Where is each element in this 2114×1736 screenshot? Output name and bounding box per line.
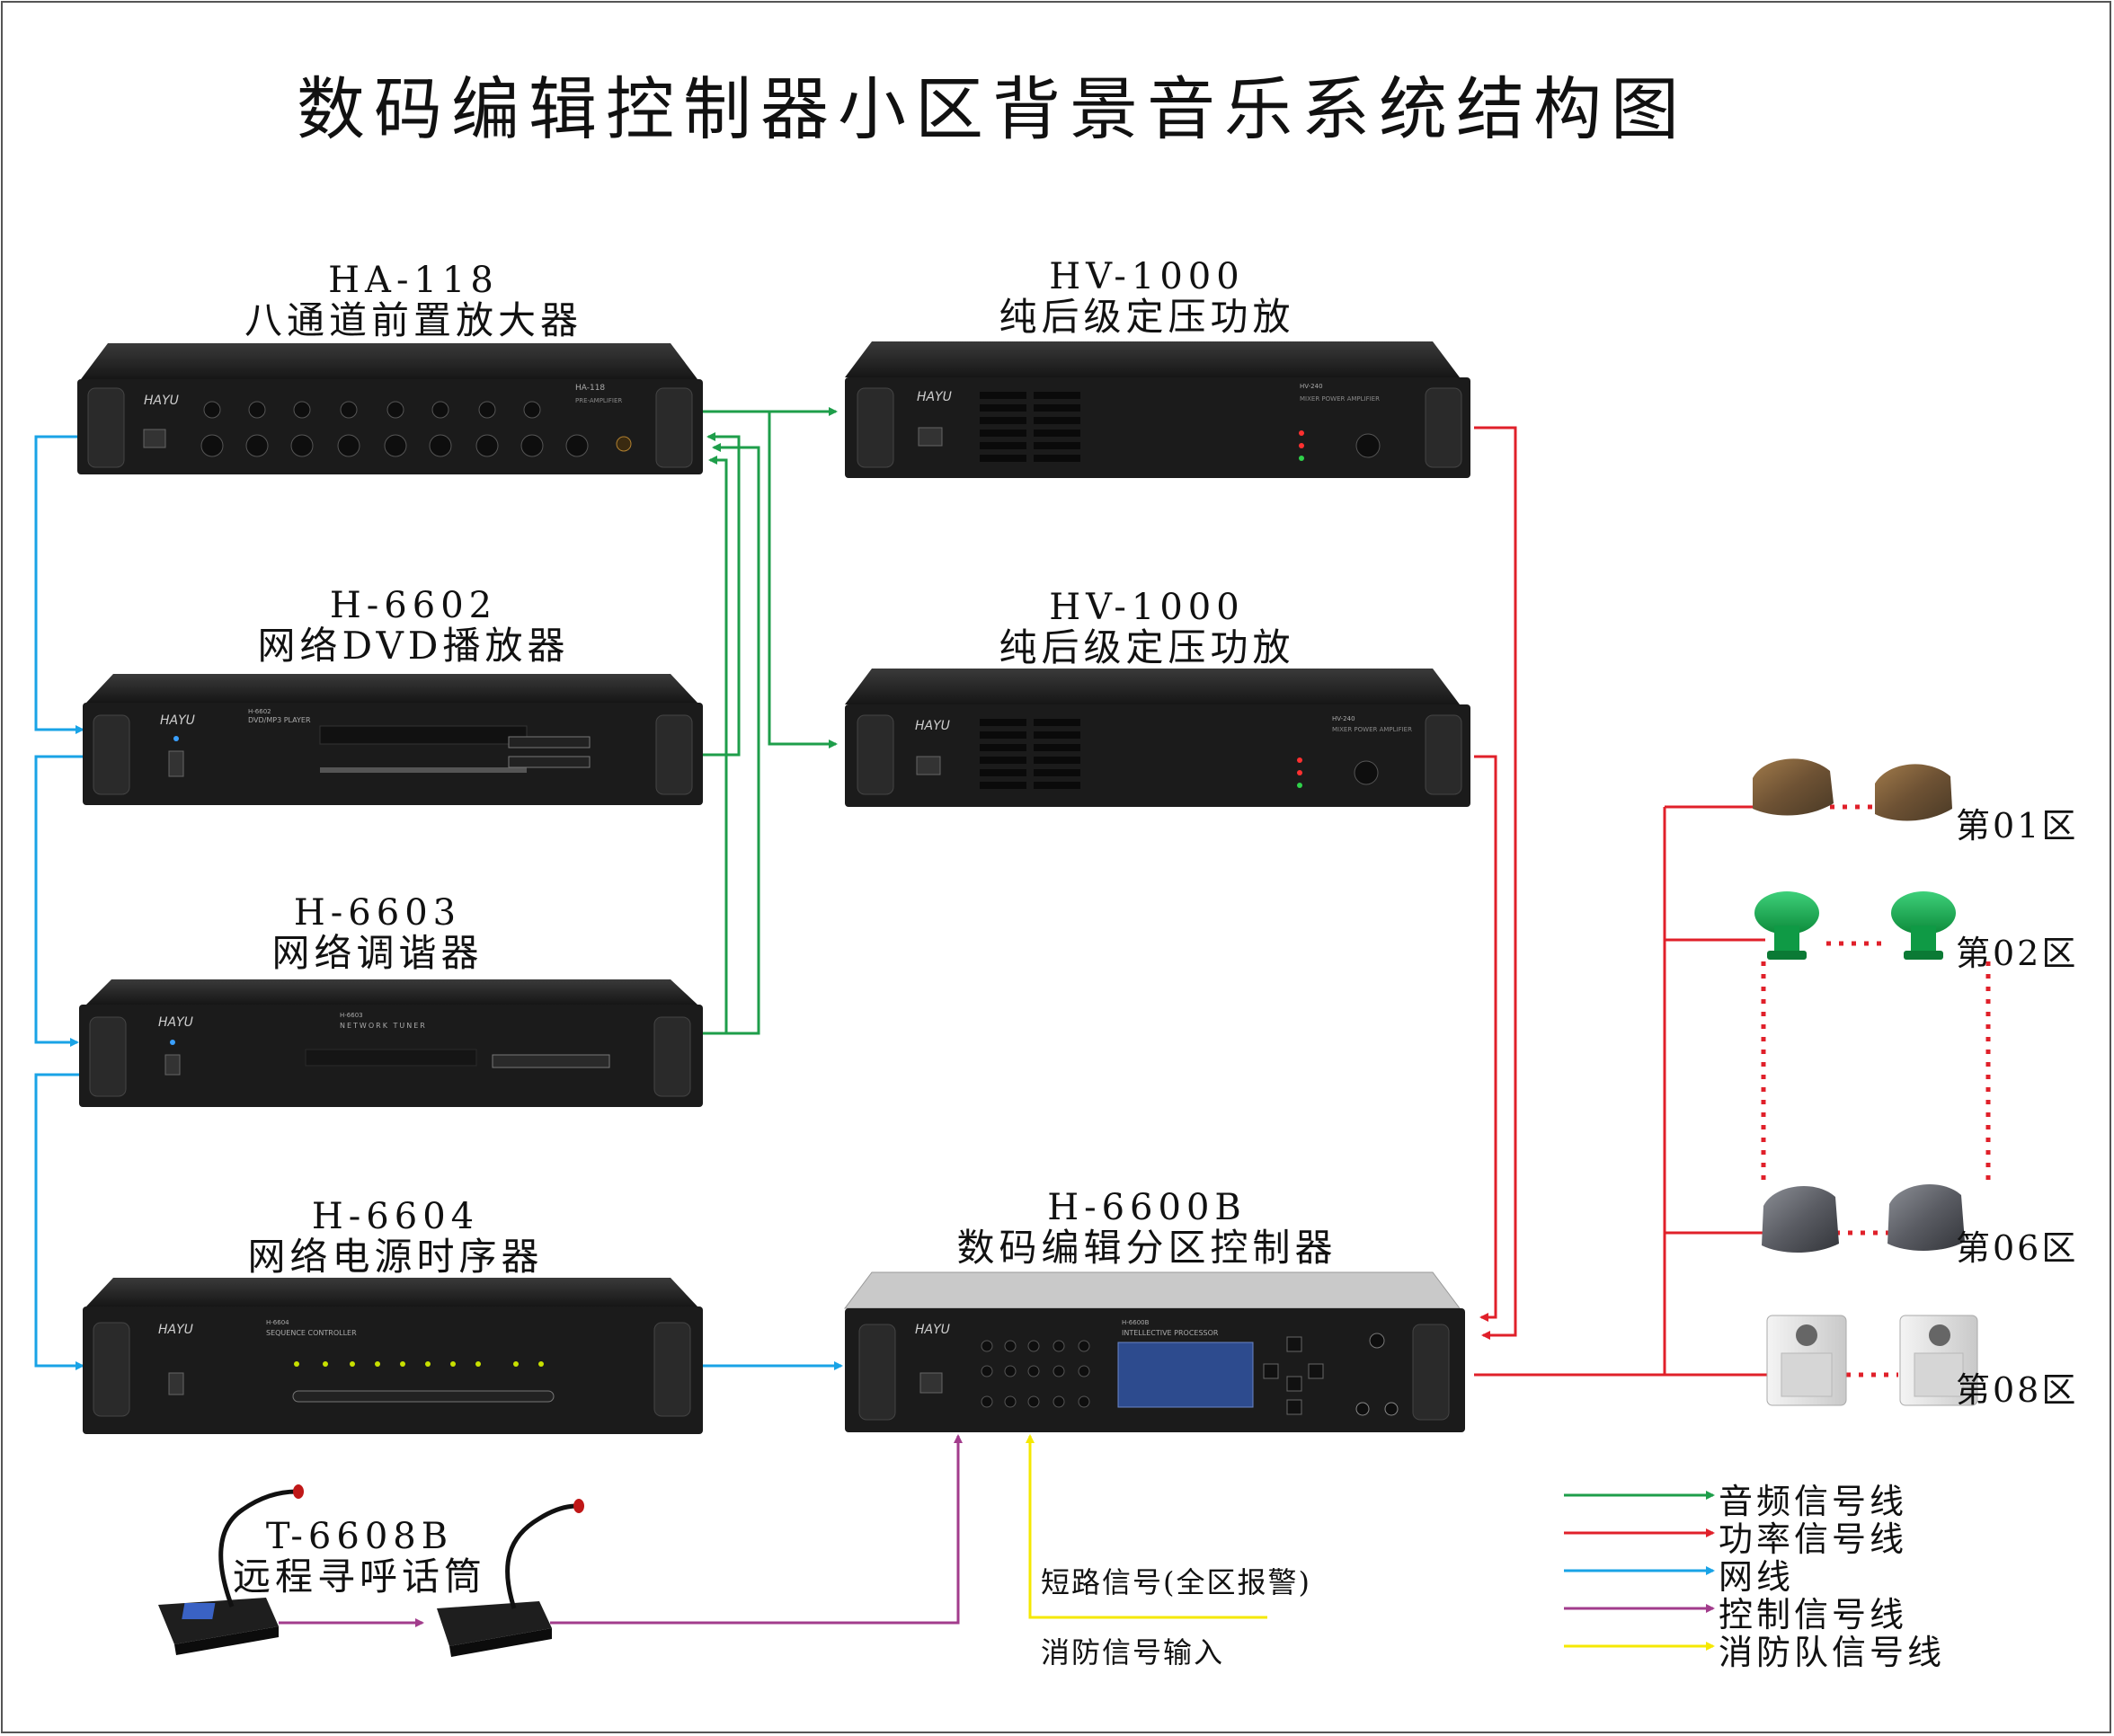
device-name: 网络调谐器 (271, 931, 484, 975)
ha118-preamp: HAYU HA-118 PRE-AMPLIFIER (77, 343, 703, 474)
device-label-h6603: H-6603 网络调谐器 (180, 893, 575, 974)
rock-speaker-zone06-b (1888, 1183, 1965, 1251)
panel-model: H-6602 (248, 708, 271, 715)
device-name: 网络DVD播放器 (257, 624, 570, 668)
device-label-ha118: HA-118 八通道前置放大器 (216, 261, 611, 341)
paging-mic-2 (182, 1499, 584, 1657)
panel-model: H-6600B (1122, 1319, 1150, 1326)
device-name: 远程寻呼话筒 (232, 1554, 486, 1599)
legend-control-label: 控制信号线 (1719, 1595, 1908, 1634)
network-wires (34, 435, 843, 1370)
panel-sub: NETWORK TUNER (340, 1022, 427, 1030)
hv1000-amp-b: HAYU HV-240 MIXER POWER AMPLIFIER (845, 669, 1470, 807)
legend-audio-label: 音频信号线 (1719, 1482, 1908, 1521)
wall-speaker-zone08-a (1766, 1315, 1847, 1406)
panel-sub: MIXER POWER AMPLIFIER (1332, 726, 1412, 733)
zone-label-02: 第02区 (1956, 934, 2079, 973)
diagram-title: 数码编辑控制器小区背景音乐系统结构图 (297, 69, 1688, 149)
svg-text:HAYU: HAYU (158, 1323, 193, 1337)
device-model: H-6603 (293, 892, 462, 934)
panel-model: H-6603 (340, 1012, 363, 1019)
paging-mic-1 (158, 1484, 304, 1655)
device-model: HA-118 (328, 260, 499, 301)
device-name: 网络电源时序器 (247, 1235, 544, 1279)
speaker-links (1761, 804, 1991, 1377)
svg-text:HAYU: HAYU (917, 390, 952, 404)
mushroom-speaker-zone02-b (1891, 891, 1956, 960)
h6600b-controller: HAYU H-6600B INTELLECTIVE PROCESSOR (844, 1271, 1465, 1432)
power-wires (1474, 426, 1767, 1377)
zone-label-01: 第01区 (1956, 806, 2079, 846)
zone-label-08: 第08区 (1956, 1370, 2079, 1410)
device-model: H-6600B (1047, 1187, 1247, 1228)
wall-speaker-zone08-b (1899, 1315, 1978, 1406)
device-name: 纯后级定压功放 (999, 625, 1295, 669)
panel-sub: PRE-AMPLIFIER (575, 397, 622, 404)
device-label-h6600b: H-6600B 数码编辑分区控制器 (949, 1188, 1345, 1269)
mushroom-speaker-zone02-a (1754, 891, 1819, 960)
h6602-dvd-player: HAYU H-6602 DVD/MP3 PLAYER (83, 674, 703, 805)
device-label-hv1000-a: HV-1000 纯后级定压功放 (949, 257, 1345, 338)
device-label-h6604: H-6604 网络电源时序器 (198, 1197, 593, 1278)
svg-text:HAYU: HAYU (160, 713, 195, 728)
legend-fire-label: 消防队信号线 (1719, 1633, 1946, 1672)
audio-wires (703, 407, 838, 1035)
panel-model: HA-118 (575, 384, 605, 393)
svg-text:HAYU: HAYU (144, 394, 179, 408)
control-wires (279, 1434, 963, 1627)
panel-sub: SEQUENCE CONTROLLER (266, 1329, 357, 1337)
device-model: HV-1000 (1049, 587, 1245, 628)
panel-sub: MIXER POWER AMPLIFIER (1300, 395, 1380, 403)
panel-model: HV-240 (1332, 715, 1355, 722)
fire-note-input: 消防信号输入 (1041, 1635, 1225, 1670)
device-model: H-6602 (329, 585, 498, 626)
rock-speaker-zone01-b (1875, 764, 1952, 821)
h6604-sequencer: HAYU H-6604 SEQUENCE CONTROLLER (83, 1278, 703, 1434)
svg-text:HAYU: HAYU (915, 1323, 950, 1337)
device-label-t6608b: T-6608B 远程寻呼话筒 (225, 1517, 494, 1598)
fire-note-short: 短路信号(全区报警) (1041, 1565, 1311, 1599)
device-model: H-6604 (311, 1196, 480, 1237)
device-label-hv1000-b: HV-1000 纯后级定压功放 (949, 588, 1345, 669)
fire-wires (1026, 1434, 1267, 1619)
panel-model: H-6604 (266, 1319, 289, 1326)
device-model: T-6608B (265, 1516, 454, 1557)
device-name: 纯后级定压功放 (999, 295, 1295, 339)
zone-label-06: 第06区 (1956, 1228, 2079, 1268)
panel-sub: INTELLECTIVE PROCESSOR (1122, 1329, 1219, 1337)
device-label-h6602: H-6602 网络DVD播放器 (216, 586, 611, 667)
rock-speaker-zone06-a (1762, 1185, 1839, 1253)
device-name: 八通道前置放大器 (244, 298, 582, 342)
device-model: HV-1000 (1049, 256, 1245, 297)
h6603-tuner: HAYU H-6603 NETWORK TUNER (79, 979, 703, 1107)
rock-speaker-zone01-a (1753, 758, 1834, 816)
device-name: 数码编辑分区控制器 (956, 1226, 1337, 1270)
svg-text:HAYU: HAYU (158, 1015, 193, 1030)
legend-network-label: 网线 (1719, 1557, 1795, 1597)
legend-power-label: 功率信号线 (1719, 1519, 1908, 1559)
panel-sub: DVD/MP3 PLAYER (248, 716, 311, 724)
svg-text:HAYU: HAYU (915, 719, 950, 733)
panel-model: HV-240 (1300, 383, 1323, 390)
hv1000-amp-a: HAYU HV-240 MIXER POWER AMPLIFIER (845, 341, 1470, 478)
legend-arrows (1564, 1491, 1715, 1651)
